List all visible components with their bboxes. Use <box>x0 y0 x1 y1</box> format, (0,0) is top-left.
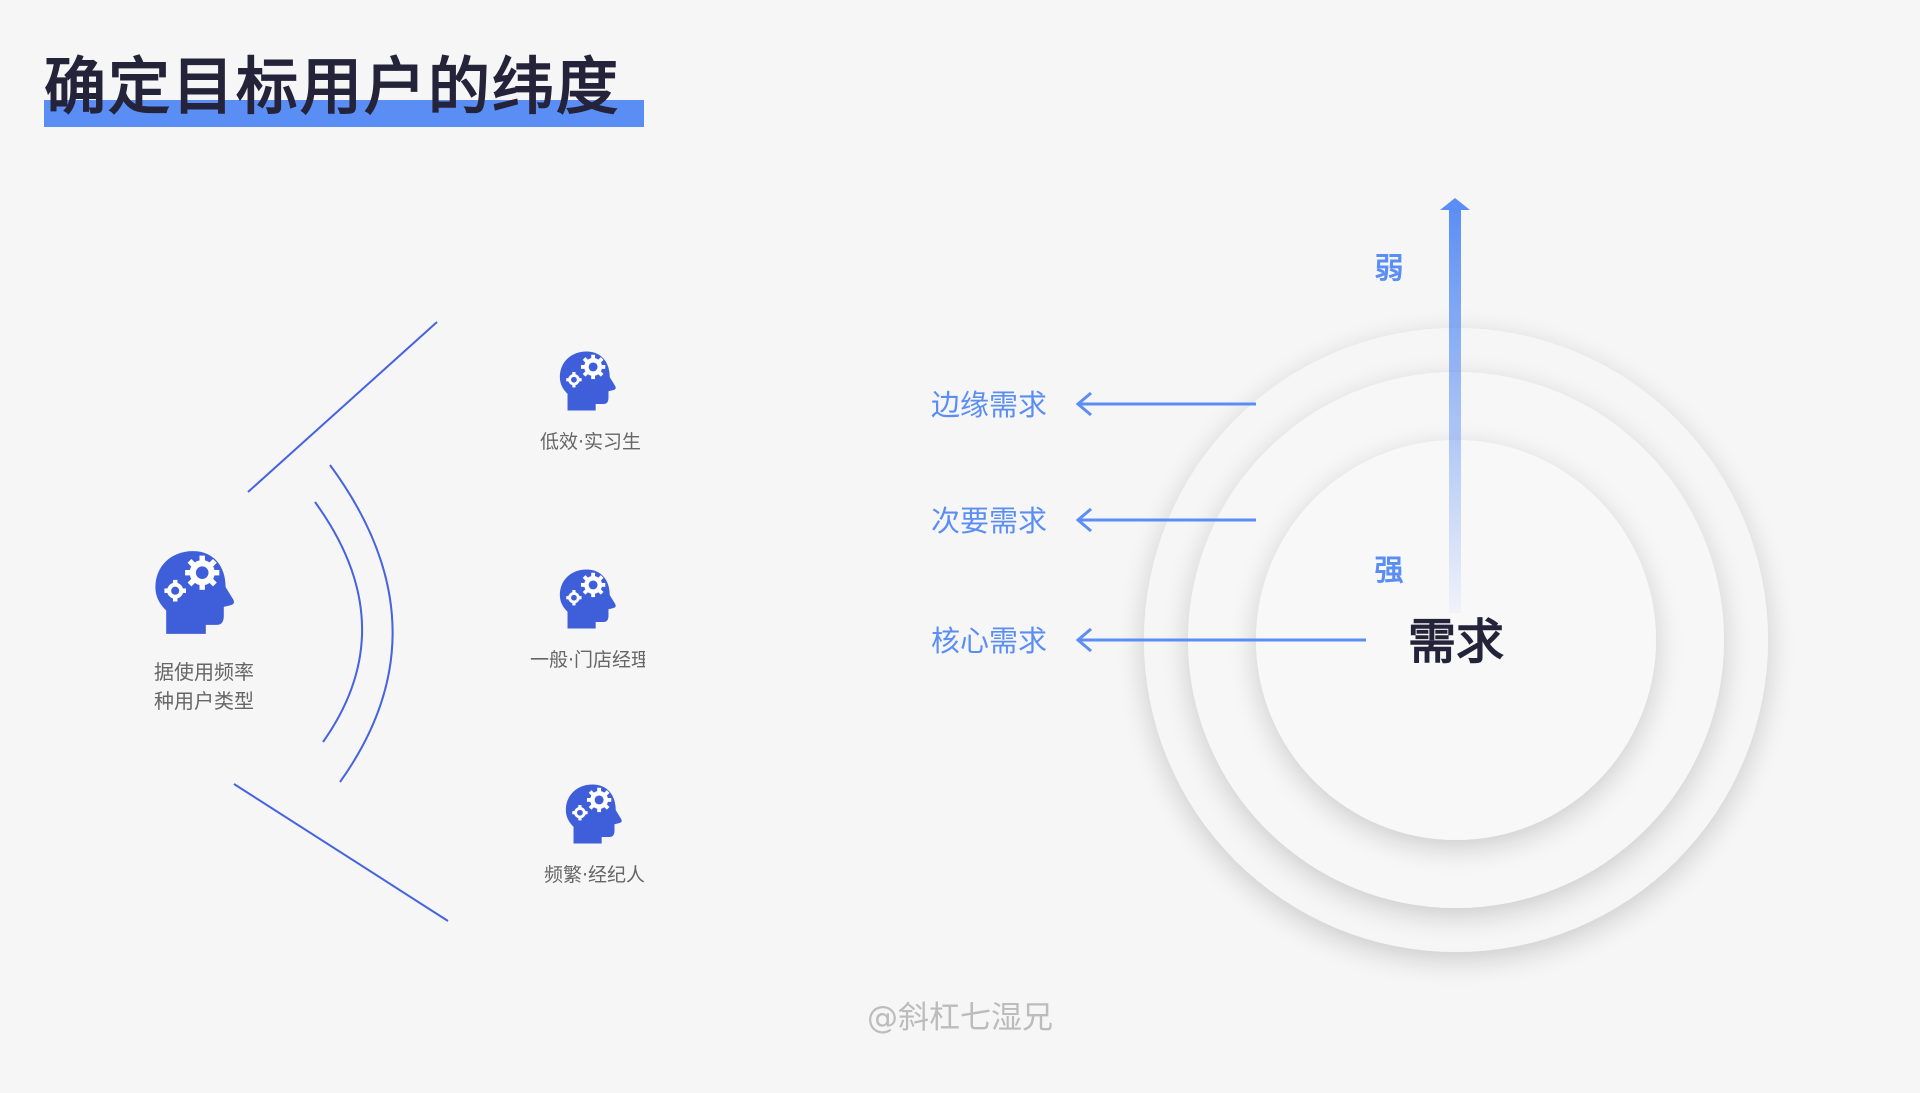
lower-divider-line <box>233 783 449 922</box>
title-underline-bar <box>44 100 644 127</box>
secondary-demand-pointer: 次要需求 <box>931 504 1256 538</box>
upper-divider-line <box>247 321 438 493</box>
secondary-demand-label: 次要需求 <box>931 504 1047 538</box>
user-3-head-gears-icon <box>565 784 622 844</box>
edge-demand-arrow-head <box>1075 391 1092 417</box>
user-3-label: 频繁·经纪人 <box>544 864 645 886</box>
outer-arc <box>329 464 394 783</box>
strong-label: 强 <box>1374 553 1403 587</box>
strength-arrow-shaft <box>1449 208 1461 613</box>
strength-arrow-head <box>1440 198 1470 210</box>
secondary-demand-arrow-head <box>1075 507 1092 533</box>
watermark: @斜杠七湿兄 <box>867 1000 1053 1036</box>
user-2-label-clip: 一般·门店经理 <box>530 649 650 671</box>
edge-demand-pointer: 边缘需求 <box>931 388 1256 422</box>
title-block: 确定目标用户的纬度 <box>44 48 644 138</box>
inner-arc <box>314 501 364 743</box>
core-demand-label: 核心需求 <box>931 624 1047 658</box>
user-frequency-diagram: 据使用频率 种用户类型 低效·实习生 一般·门店经理 频繁·经纪人 <box>154 321 650 922</box>
user-2-head-gears-icon <box>559 569 616 629</box>
edge-demand-label: 边缘需求 <box>931 388 1047 422</box>
demand-center-label: 需求 <box>1408 614 1504 670</box>
demand-levels-diagram: 弱 强 需求 边缘需求 次要需求 核心需求 <box>931 198 1768 952</box>
user-2-label: 一般·门店经理 <box>530 649 650 671</box>
user-1-label: 低效·实习生 <box>540 431 641 453</box>
user-1-label-clip: 低效·实习生 <box>540 431 641 453</box>
core-demand-arrow-head <box>1075 627 1092 653</box>
user-1-head-gears-icon <box>559 351 616 411</box>
main-head-gears-icon <box>155 551 234 634</box>
center-label-line2: 种用户类型 <box>154 689 254 713</box>
inner-ring-core-demand <box>1256 440 1656 840</box>
user-3-label-clip: 频繁·经纪人 <box>544 864 645 886</box>
page-title: 确定目标用户的纬度 <box>44 50 621 123</box>
center-label-line1: 据使用频率 <box>154 660 254 684</box>
weak-label: 弱 <box>1374 251 1403 285</box>
core-demand-pointer: 核心需求 <box>931 624 1366 658</box>
